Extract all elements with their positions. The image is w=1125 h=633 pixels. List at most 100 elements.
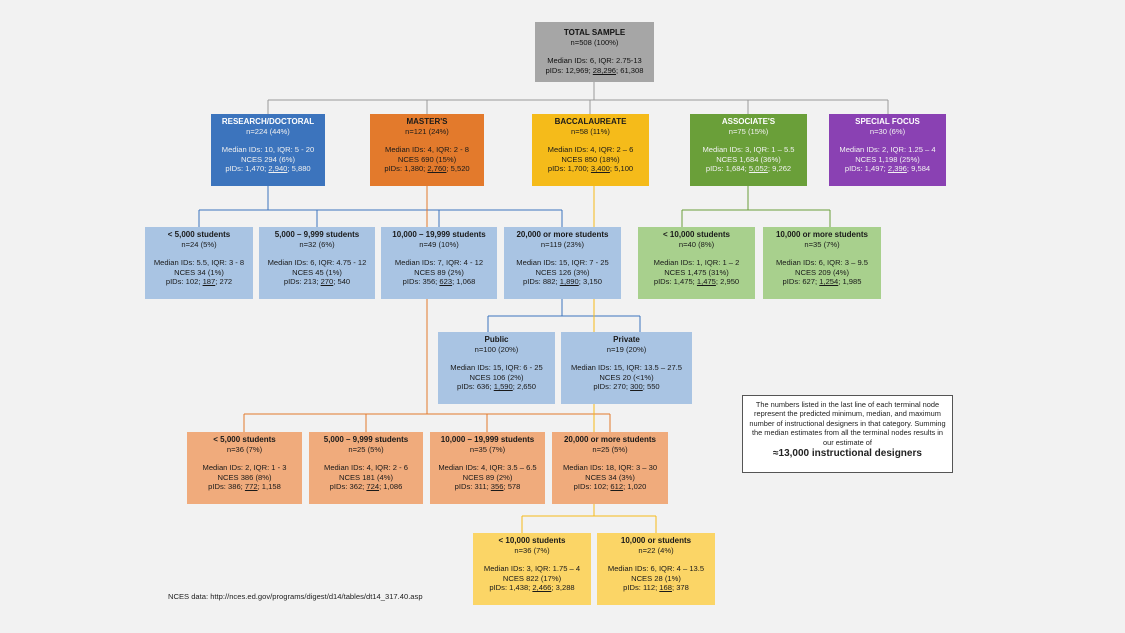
node-median: Median IDs: 15, IQR: 6 - 25 — [450, 363, 543, 373]
node-nces: NCES 822 (17%) — [502, 573, 562, 583]
node-title: 5,000 – 9,999 students — [274, 230, 360, 239]
node-nces: NCES 20 (<1%) — [599, 372, 654, 382]
node-title: ASSOCIATE'S — [721, 117, 776, 126]
node-nces: NCES 89 (2%) — [414, 267, 464, 277]
pids-max: ; 540 — [333, 277, 351, 287]
node-nces: NCES 294 (6%) — [240, 154, 296, 164]
node-n: n=49 (10%) — [419, 239, 459, 249]
pids-min: pIDs: 102; — [573, 482, 611, 492]
node-median: Median IDs: 4, IQR: 2 - 8 — [385, 145, 469, 155]
pids-max: ; 3,150 — [578, 277, 602, 287]
node-pids: pIDs: 1,497; 2,396; 9,584 — [831, 164, 944, 174]
node-median: Median IDs: 6, IQR: 4.75 - 12 — [267, 258, 367, 268]
pids-min: pIDs: 636; — [457, 382, 494, 392]
pids-median: 2,396 — [887, 164, 907, 174]
node-nces: NCES 209 (4%) — [794, 267, 850, 277]
node-median: Median IDs: 4, IQR: 2 – 6 — [547, 145, 634, 155]
pids-max: ; 378 — [671, 583, 689, 593]
pids-min: pIDs: 1,684; — [705, 164, 749, 174]
node-median: Median IDs: 2, IQR: 1 - 3 — [202, 463, 287, 473]
node-n: n=75 (15%) — [728, 126, 769, 136]
node-title: < 5,000 students — [167, 230, 231, 239]
pids-median: 300 — [630, 382, 643, 392]
node-nces: NCES 106 (2%) — [469, 372, 524, 382]
node-nces: NCES 1,198 (25%) — [855, 154, 920, 164]
node-gap — [432, 454, 543, 463]
node-n: n=121 (24%) — [405, 126, 449, 136]
node-title: < 10,000 students — [498, 536, 566, 545]
pids-max: ; 1,985 — [838, 277, 862, 287]
pids-max: ; 1,020 — [623, 482, 647, 492]
pids-min: pIDs: 270; — [593, 382, 631, 392]
pids-max: ; 272 — [215, 277, 233, 287]
node-n: n=508 (100%) — [570, 37, 619, 47]
node-nces: NCES 181 (4%) — [338, 472, 394, 482]
node-n: n=100 (20%) — [474, 344, 519, 354]
node-gap — [189, 454, 300, 463]
note-text: The numbers listed in the last line of e… — [749, 400, 946, 447]
node-n: n=35 (7%) — [469, 444, 506, 454]
node-median: Median IDs: 5.5, IQR: 3 - 8 — [153, 258, 245, 268]
node-gap — [506, 249, 619, 258]
node-n: n=58 (11%) — [571, 126, 610, 136]
node-nces: NCES 690 (15%) — [397, 154, 457, 164]
pids-median: 1,890 — [559, 277, 579, 287]
node-pids: pIDs: 882; 1,890; 3,150 — [506, 277, 619, 287]
node-median: Median IDs: 1, IQR: 1 – 2 — [653, 258, 740, 268]
pids-min: pIDs: 882; — [523, 277, 560, 287]
node-median: Median IDs: 2, IQR: 1.25 – 4 — [839, 145, 936, 155]
node-title: < 10,000 students — [663, 230, 730, 239]
node-gap — [261, 249, 373, 258]
node-median: Median IDs: 4, IQR: 3.5 – 6.5 — [438, 463, 537, 473]
pids-min: pIDs: 112; — [623, 583, 660, 593]
pids-min: pIDs: 1,438; — [489, 583, 533, 593]
node-pids: pIDs: 386; 772; 1,158 — [189, 482, 300, 492]
node-title: 10,000 – 19,999 students — [440, 435, 535, 444]
node-pids: pIDs: 1,438; 2,466; 3,288 — [475, 583, 589, 593]
node-title: MASTER'S — [406, 117, 448, 126]
node-median: Median IDs: 4, IQR: 2 - 6 — [324, 463, 408, 473]
pids-median: 612 — [610, 482, 624, 492]
node-pids: pIDs: 636; 1,590; 2,650 — [440, 382, 553, 392]
node-n: n=25 (5%) — [348, 444, 384, 454]
pids-max: ; 3,288 — [551, 583, 575, 593]
node-title: 5,000 – 9,999 students — [323, 435, 409, 444]
node-pids: pIDs: 102; 187; 272 — [147, 277, 251, 287]
node-gap — [372, 136, 482, 145]
pids-median: 2,940 — [268, 164, 288, 174]
pids-min: pIDs: 213; — [283, 277, 321, 287]
node-title: 20,000 or more students — [563, 435, 657, 444]
pids-min: pIDs: 1,700; — [547, 164, 591, 174]
node-n: n=36 (7%) — [514, 545, 550, 555]
node-nces: NCES 386 (8%) — [217, 472, 272, 482]
source-citation: NCES data: http://nces.ed.gov/programs/d… — [168, 592, 423, 601]
pids-max: ; 5,520 — [446, 164, 470, 174]
node-median: Median IDs: 18, IQR: 3 – 30 — [562, 463, 658, 473]
node-gap — [765, 249, 879, 258]
node-nces: NCES 45 (1%) — [292, 267, 342, 277]
node-pids: pIDs: 311; 356; 578 — [432, 482, 543, 492]
pids-median: 270 — [320, 277, 334, 287]
pids-max: ; 550 — [642, 382, 660, 392]
node-median: Median IDs: 7, IQR: 4 - 12 — [394, 258, 484, 268]
node-pids: pIDs: 12,969; 28,296; 61,308 — [537, 66, 652, 76]
node-pids: pIDs: 1,380; 2,760; 5,520 — [372, 164, 482, 174]
node-nces: NCES 34 (3%) — [585, 472, 635, 482]
node-title: 10,000 or students — [620, 536, 692, 545]
node-n: n=22 (4%) — [638, 545, 674, 555]
node-gap — [440, 354, 553, 363]
pids-min: pIDs: 102; — [165, 277, 203, 287]
node-pids: pIDs: 627; 1,254; 1,985 — [765, 277, 879, 287]
node-title: TOTAL SAMPLE — [563, 28, 626, 37]
pids-min: pIDs: 386; — [208, 482, 245, 492]
node-n: n=25 (5%) — [592, 444, 628, 454]
node-gap — [311, 454, 421, 463]
node-median: Median IDs: 15, IQR: 7 - 25 — [516, 258, 609, 268]
